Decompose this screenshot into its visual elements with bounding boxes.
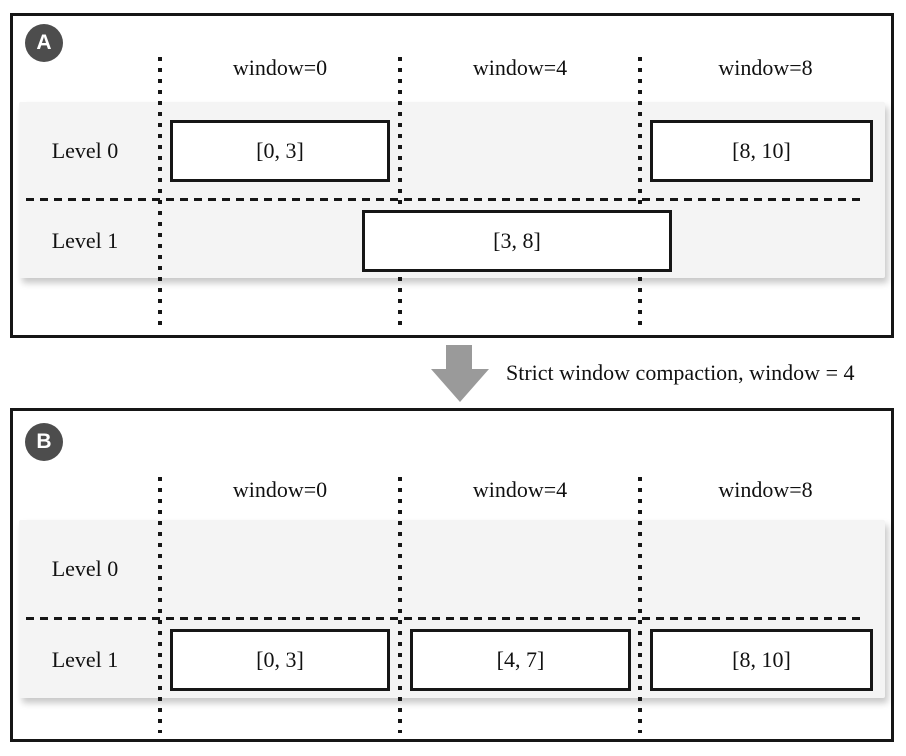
level-divider-line [26,198,860,201]
window-boundary-line-4 [398,477,402,733]
sstable-box: [0, 3] [170,629,390,691]
panel-b-badge-letter: B [36,430,52,453]
sstable-box: [3, 8] [362,210,672,272]
column-header-window-8: window=8 [718,55,813,80]
window-boundary-line-0 [158,477,162,733]
arrow-down-icon-head [431,369,489,402]
window-boundary-line-8 [638,57,642,330]
level-divider-line [26,617,860,620]
level-0-label: Level 0 [51,138,119,163]
level-0-label: Level 0 [51,556,119,581]
level-1-label: Level 1 [51,647,119,672]
window-boundary-line-0 [158,57,162,330]
sstable-box: [4, 7] [410,629,631,691]
sstable-box: [8, 10] [650,120,873,182]
level-1-label: Level 1 [51,228,119,253]
transition-label: Strict window compaction, window = 4 [506,360,855,385]
window-boundary-line-8 [638,477,642,733]
column-header-window-4: window=4 [472,477,568,502]
column-header-window-4: window=4 [472,55,568,80]
panel-b: B window=0 window=4 window=8 Level 0 Lev… [10,408,894,742]
panel-a-badge: A [25,24,63,62]
column-header-window-0: window=0 [232,477,328,502]
column-header-window-8: window=8 [718,477,813,502]
panel-a: A window=0 window=4 window=8 Level 0 Lev… [10,13,894,338]
sstable-box: [0, 3] [170,120,390,182]
panel-b-badge: B [25,423,63,461]
sstable-box: [8, 10] [650,629,873,691]
panel-a-badge-letter: A [36,31,52,54]
column-header-window-0: window=0 [232,55,328,80]
arrow-down-icon [446,345,472,370]
window-boundary-line-4 [398,57,402,330]
